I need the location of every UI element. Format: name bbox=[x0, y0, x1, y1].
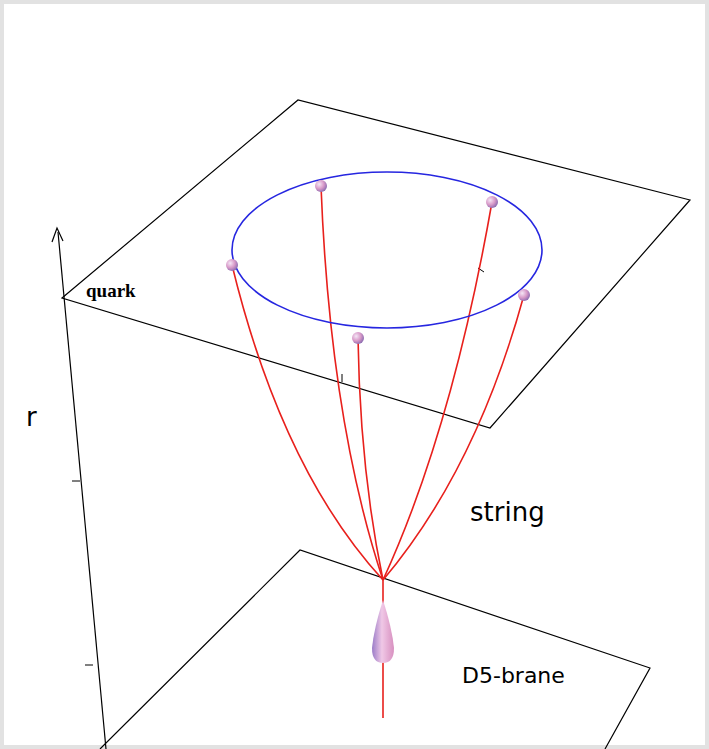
quark-ring bbox=[232, 172, 542, 328]
lower-plane bbox=[100, 550, 650, 749]
axis-tick bbox=[85, 665, 93, 666]
strings bbox=[232, 186, 524, 718]
plane-tick bbox=[342, 374, 343, 382]
string-label: string bbox=[470, 497, 545, 527]
quark-label: quark bbox=[86, 280, 136, 302]
upper-plane bbox=[62, 100, 690, 428]
quark-dots bbox=[226, 180, 530, 344]
axis-tick bbox=[72, 481, 80, 482]
brane-drop bbox=[372, 600, 394, 663]
brane-label: D5-brane bbox=[462, 663, 565, 688]
axis-arrowhead bbox=[52, 228, 63, 242]
axis-label: r bbox=[26, 402, 37, 432]
